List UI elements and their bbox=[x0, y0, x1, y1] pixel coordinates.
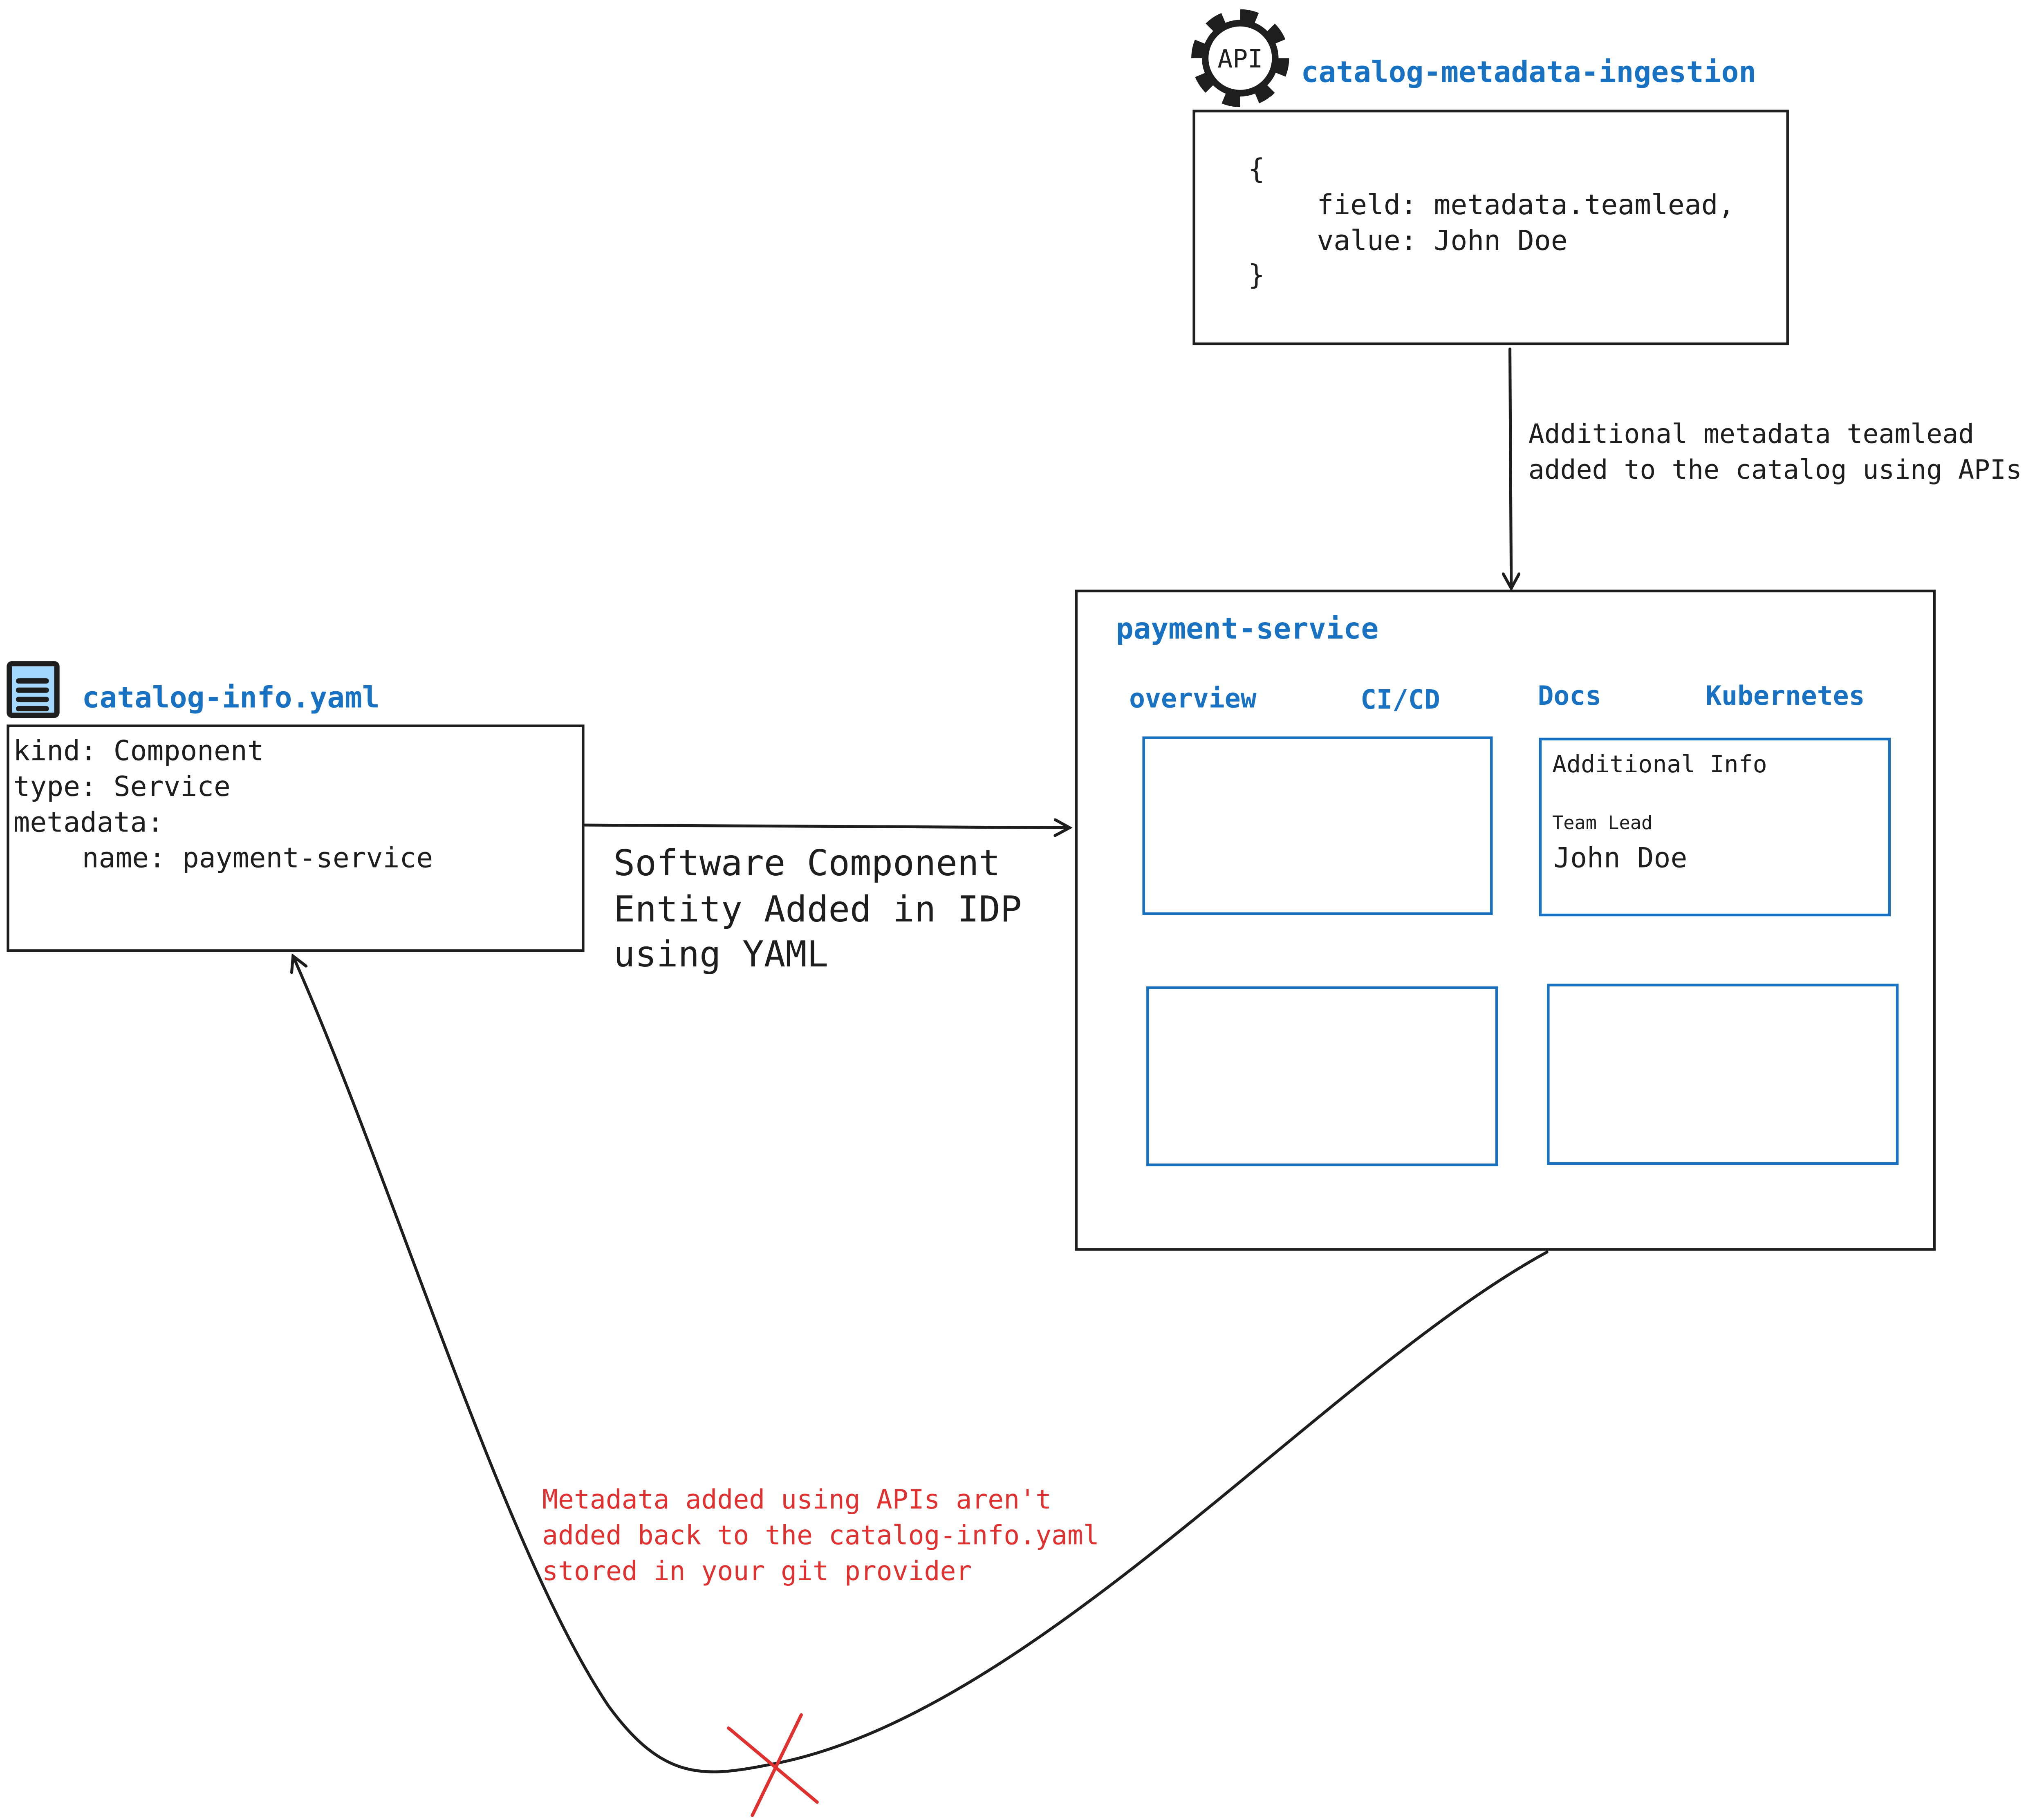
warning-text: Metadata added using APIs aren't bbox=[542, 1484, 1051, 1515]
api-arrow-label: added to the catalog using APIs bbox=[1529, 455, 2022, 485]
tab-docs[interactable]: Docs bbox=[1537, 681, 1601, 711]
code-line: type: Service bbox=[13, 771, 230, 803]
team-lead-label: Team Lead bbox=[1552, 812, 1652, 834]
yaml-content-box bbox=[7, 724, 585, 952]
tab-overview[interactable]: overview bbox=[1129, 683, 1257, 714]
warning-text: added back to the catalog-info.yaml bbox=[542, 1520, 1099, 1551]
code-line: field: metadata.teamlead, bbox=[1317, 189, 1735, 221]
content-card bbox=[1146, 986, 1498, 1166]
code-line: name: payment-service bbox=[82, 842, 433, 874]
api-gear-icon: API bbox=[1191, 9, 1289, 107]
warning-text: stored in your git provider bbox=[542, 1556, 972, 1587]
service-title: payment-service bbox=[1116, 612, 1378, 646]
document-icon bbox=[7, 661, 60, 718]
api-to-service-arrow bbox=[1510, 347, 1511, 587]
info-card-title: Additional Info bbox=[1552, 750, 1767, 778]
api-payload-box bbox=[1192, 110, 1789, 345]
yaml-arrow-label: Software Component bbox=[614, 842, 1000, 884]
additional-info-card bbox=[1539, 738, 1891, 917]
yaml-arrow-label: Entity Added in IDP bbox=[614, 888, 1022, 930]
api-arrow-label: Additional metadata teamlead bbox=[1529, 419, 1974, 449]
team-lead-value: John Doe bbox=[1553, 842, 1687, 874]
content-card bbox=[1547, 984, 1899, 1165]
api-icon-label: API bbox=[1217, 45, 1263, 74]
tab-ci-cd[interactable]: CI/CD bbox=[1360, 685, 1440, 715]
yaml-file-title: catalog-info.yaml bbox=[82, 680, 380, 714]
yaml-arrow-label: using YAML bbox=[614, 933, 829, 975]
service-page-frame bbox=[1075, 590, 1936, 1251]
cross-icon bbox=[727, 1713, 819, 1817]
code-line: { bbox=[1248, 153, 1265, 186]
sync-back-arrow bbox=[294, 957, 1549, 1773]
code-line: metadata: bbox=[13, 806, 164, 838]
tab-kubernetes[interactable]: Kubernetes bbox=[1706, 681, 1865, 711]
code-line: } bbox=[1248, 259, 1265, 291]
code-line: value: John Doe bbox=[1317, 224, 1567, 257]
api-service-title: catalog-metadata-ingestion bbox=[1301, 55, 1757, 89]
code-line: kind: Component bbox=[13, 735, 264, 767]
yaml-to-service-arrow bbox=[583, 825, 1069, 827]
content-card bbox=[1142, 736, 1493, 915]
